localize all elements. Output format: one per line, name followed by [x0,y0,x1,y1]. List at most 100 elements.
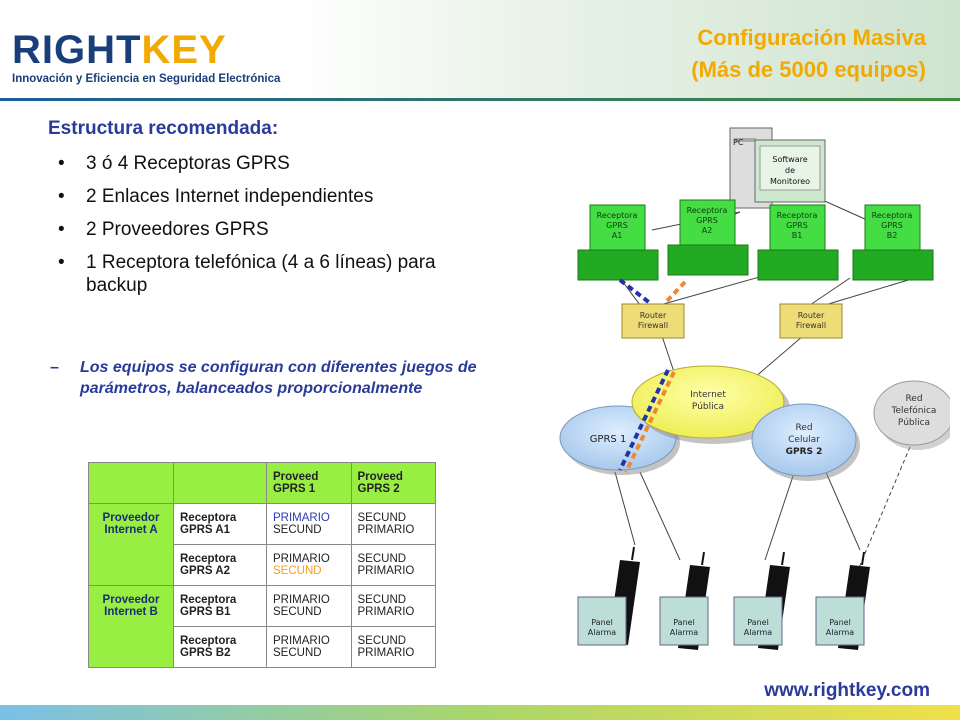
page-title: Configuración Masiva (Más de 5000 equipo… [546,22,926,86]
receiver-cell: Receptora GPRS A1 [173,503,267,545]
receiver-b1-icon: Receptora GPRS B1 [757,204,839,281]
software-label: de [785,166,795,175]
panel-label: Panel [591,618,613,627]
gprs1-label: GPRS 1 [590,434,627,445]
gprs2-label: Red [795,423,812,433]
receiver-label: A2 [702,226,713,235]
table-row: Proveedor Internet A Receptora GPRS A1 P… [88,503,436,586]
gprs2-first: SECUND [357,594,407,606]
router-label: Firewall [796,321,826,330]
panel-label: Alarma [670,628,699,637]
phone-network-cloud: Red Telefónica Pública [873,380,950,450]
path-blue-receiver-a1 [618,278,652,305]
panel-label: Alarma [826,628,855,637]
logo-word-key: KEY [141,28,227,72]
gprs1-primary: PRIMARIO [273,553,330,565]
receiver-label: GPRS [881,221,903,230]
config-table: Proveed GPRS 1 Proveed GPRS 2 Proveedor … [88,462,436,668]
receiver-label: GPRS [696,216,718,225]
router-label: Router [640,311,667,320]
receiver-cell: Receptora GPRS B1 [173,585,267,627]
software-label: Monitoreo [770,177,810,186]
alarm-panel-3-icon: Panel Alarma [733,551,790,650]
gprs1-primary: PRIMARIO [273,512,330,524]
bullet-dot: • [58,186,65,207]
logo-word-right: RIGHT [12,28,142,72]
section-subtitle: Estructura recomendada: [48,118,279,139]
receiver-cell: Receptora GPRS A2 [173,544,267,586]
gprs2-first: SECUND [357,553,407,565]
path-blue-gprs1 [618,369,670,471]
router-label: Router [798,311,825,320]
table-row: Proveedor Internet B Receptora GPRS B1 P… [88,585,436,668]
receiver-label: Receptora [872,211,913,220]
internet-label: Internet [690,390,726,400]
table-header-cell [88,462,174,504]
gprs2-first: SECUND [357,635,407,647]
panel-label: Alarma [588,628,617,637]
gprs1-secondary: SECUND [273,524,322,536]
gprs1-secondary: SECUND [273,606,322,618]
network-diagram: PC Software de Monitoreo Receptora GPRS … [559,127,950,650]
gprs2-label: GPRS 2 [786,447,823,457]
note-body: Los equipos se configuran con diferentes… [80,359,477,397]
phone-label: Pública [898,418,930,428]
rightkey-logo: RIGHTKEY Innovación y Eficiencia en Segu… [12,28,282,88]
router-firewall-b-icon: Router Firewall [779,303,843,339]
footer-band [0,705,960,720]
receiver-cell: Receptora GPRS B2 [173,626,267,668]
provider-cell: Proveedor Internet A [88,503,174,586]
panel-label: Panel [673,618,695,627]
bullet-dot: • [58,252,65,273]
receiver-label: GPRS [606,221,628,230]
receiver-a1-icon: Receptora GPRS A1 [577,204,659,281]
receiver-label: Receptora [597,211,638,220]
bullet-item: •3 ó 4 Receptoras GPRS [48,152,478,175]
gprs1-secondary: SECUND [273,565,322,577]
content-column: Estructura recomendada: •3 ó 4 Receptora… [48,118,478,307]
bullet-item: • 2 Enlaces Internet independientes [48,185,478,208]
table-header-cell: Proveed GPRS 2 [350,462,436,504]
table-header-cell [173,462,267,504]
panel-label: Alarma [744,628,773,637]
internet-label: Pública [692,402,724,412]
website-link[interactable]: www.rightkey.com [764,680,930,701]
logo-wordmark: RIGHTKEY [12,28,227,72]
receiver-label: A1 [612,231,623,240]
receiver-label: B2 [887,231,898,240]
bullet-dot: • [58,153,65,174]
gprs2-cloud: Red Celular GPRS 2 [751,403,860,481]
router-label: Firewall [638,321,668,330]
router-firewall-a-icon: Router Firewall [621,303,685,339]
header-rule [0,98,960,101]
gprs2-label: Celular [788,435,820,445]
bullet-dot: • [58,219,65,240]
gprs2-second: PRIMARIO [357,647,415,659]
path-orange-gprs1 [624,371,676,473]
gprs2-first: SECUND [357,512,407,524]
alarm-panel-4-icon: Panel Alarma [815,551,870,650]
title-line-1: Configuración Masiva [697,25,926,50]
header-band [0,0,960,101]
bullet-text: 2 Proveedores GPRS [86,219,269,240]
bullet-item: •1 Receptora telefónica (4 a 6 líneas) p… [48,251,478,297]
gprs2-second: PRIMARIO [357,524,415,536]
phone-label: Telefónica [891,405,937,416]
gprs1-primary: PRIMARIO [273,594,330,606]
bullet-text: 2 Enlaces Internet independientes [86,186,374,207]
receiver-label: GPRS [786,221,808,230]
receiver-b2-icon: Receptora GPRS B2 [852,204,934,281]
phone-label: Red [905,394,922,404]
title-line-2: (Más de 5000 equipos) [691,57,926,82]
alarm-panel-2-icon: Panel Alarma [659,551,710,650]
